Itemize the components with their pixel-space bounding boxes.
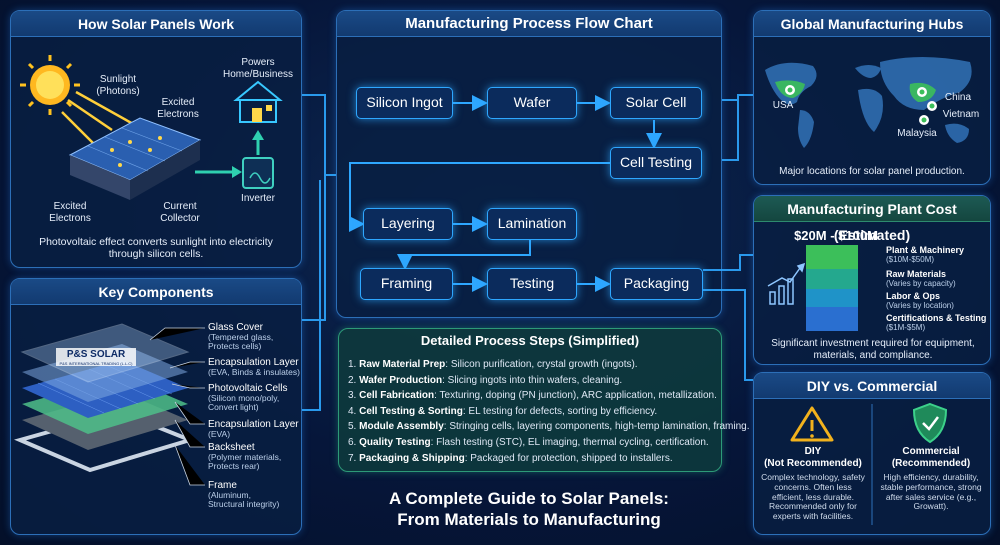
flow-node-solar-cell: Solar Cell xyxy=(610,87,702,119)
component-backsheet: Backsheet(Polymer materials, Protects re… xyxy=(208,442,282,472)
inverter-label: Inverter xyxy=(241,193,275,204)
component-encapsulation-2: Encapsulation Layer(EVA) xyxy=(208,419,299,439)
diy-option-title: DIY (Not Recommended) xyxy=(764,446,862,469)
hub-china-label: China xyxy=(944,92,972,103)
process-step: 6. Quality Testing: Flash testing (STC),… xyxy=(348,436,709,448)
current-collector-label: Current Collector xyxy=(160,201,200,224)
cost-caption: Significant investment required for equi… xyxy=(771,338,975,361)
hub-malaysia-label: Malaysia xyxy=(897,128,937,139)
process-step: 3. Cell Fabrication: Texturing, doping (… xyxy=(348,390,717,402)
cost-item-plant: Plant & Machinery($10M-$50M) xyxy=(886,245,965,264)
hub-usa-label: USA xyxy=(772,100,794,111)
flow-node-framing: Framing xyxy=(360,268,453,300)
process-steps-title: Detailed Process Steps (Simplified) xyxy=(420,333,640,348)
process-step: 7. Packaging & Shipping: Packaged for pr… xyxy=(348,452,673,464)
process-step: 1. Raw Material Prep: Silicon purificati… xyxy=(348,359,638,370)
process-steps-list: 1. Raw Material Prep: Silicon purificati… xyxy=(348,357,749,466)
powers-home-label: Powers Home/Business xyxy=(222,57,294,80)
excited-electrons-bottom-label: Excited Electrons xyxy=(49,201,91,224)
cost-range: $20M - $100M xyxy=(794,228,878,243)
flow-node-lamination: Lamination xyxy=(487,208,577,240)
hubs-caption: Major locations for solar panel producti… xyxy=(779,166,965,177)
commercial-option-text: High efficiency, durability, stable perf… xyxy=(880,472,982,512)
cost-item-raw: Raw Materials(Varies by capacity) xyxy=(886,269,956,288)
how-solar-title: How Solar Panels Work xyxy=(11,11,301,37)
flow-node-wafer: Wafer xyxy=(487,87,577,119)
process-steps-panel xyxy=(338,328,722,472)
brand-text: P&S SOLAR xyxy=(56,348,136,361)
how-solar-panel: How Solar Panels Work xyxy=(10,10,302,268)
diy-option-text: Complex technology, safety concerns. Oft… xyxy=(761,472,865,522)
component-frame: Frame(Aluminum, Structural integrity) xyxy=(208,480,280,510)
guide-title-line1: A Complete Guide to Solar Panels: xyxy=(389,489,669,508)
brand-logo: P&S SOLAR P&S INTERNATIONAL TRADING (L.L… xyxy=(56,348,136,366)
diy-title: DIY vs. Commercial xyxy=(754,373,990,399)
brand-subtext: P&S INTERNATIONAL TRADING (L.L.C) xyxy=(56,361,136,366)
flow-node-testing: Testing xyxy=(487,268,577,300)
commercial-option-title: Commercial (Recommended) xyxy=(891,446,971,469)
flow-node-cell-testing: Cell Testing xyxy=(610,147,702,179)
flow-node-packaging: Packaging xyxy=(610,268,703,300)
component-pv-cells: Photovoltaic Cells(Silicon mono/poly, Co… xyxy=(208,383,288,413)
excited-electrons-top-label: Excited Electrons xyxy=(157,97,199,120)
cost-item-labor: Labor & Ops(Varies by location) xyxy=(886,291,954,310)
cost-title: Manufacturing Plant Cost (Estimated) xyxy=(754,196,990,243)
process-step: 4. Cell Testing & Sorting: EL testing fo… xyxy=(348,405,658,417)
process-step: 5. Module Assembly: Stringing cells, lay… xyxy=(348,421,750,433)
guide-title-line2: From Materials to Manufacturing xyxy=(397,510,661,529)
key-components-title: Key Components xyxy=(11,279,301,305)
component-glass-cover: Glass Cover(Tempered glass, Protects cel… xyxy=(208,322,274,352)
flow-node-layering: Layering xyxy=(363,208,453,240)
process-step: 2. Wafer Production: Slicing ingots into… xyxy=(348,374,623,386)
cost-item-cert: Certifications & Testing($1M-$5M) xyxy=(886,313,987,332)
guide-title: A Complete Guide to Solar Panels: From M… xyxy=(336,488,722,530)
sunlight-label: Sunlight (Photons) xyxy=(96,74,140,97)
hub-vietnam-label: Vietnam xyxy=(942,109,980,120)
component-encapsulation-1: Encapsulation Layer(EVA, Binds & insulat… xyxy=(208,357,300,377)
how-solar-caption: Photovoltaic effect converts sunlight in… xyxy=(39,236,273,261)
hubs-title: Global Manufacturing Hubs xyxy=(754,11,990,37)
flow-node-silicon-ingot: Silicon Ingot xyxy=(356,87,453,119)
flow-chart-title: Manufacturing Process Flow Chart xyxy=(337,11,721,37)
